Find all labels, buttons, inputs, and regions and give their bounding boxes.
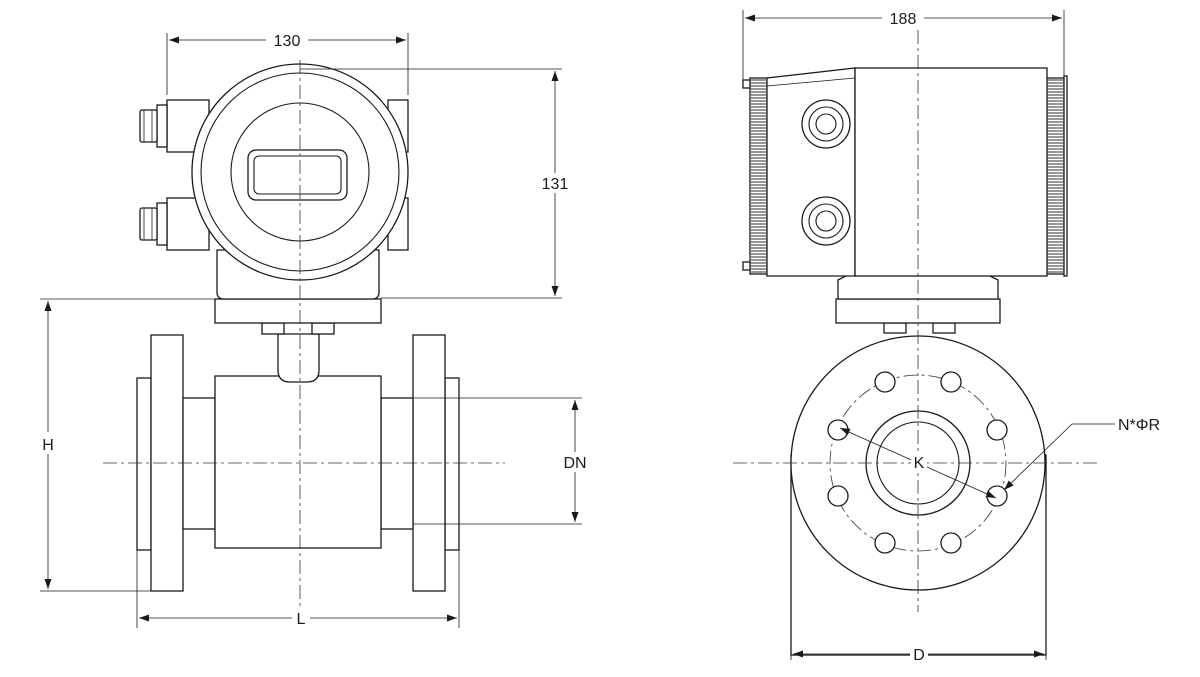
side-gland-upper [801,99,851,149]
dim-130-label: 130 [274,33,301,50]
side-housing [854,67,1048,277]
lcd-window [253,155,342,195]
left-pipe-neck [182,397,216,530]
base-plate [214,298,382,324]
right-pipe-neck [380,397,414,530]
right-knurl-lines [1048,79,1063,273]
front-dimensions: 130 131 H DN L [39,30,594,628]
bolt-nub-right [311,322,335,335]
side-gland-lower [801,196,851,246]
left-cap-lip-bottom [742,261,751,271]
side-dimensions: 188 K N*ΦR D [742,8,1160,664]
dim-DN-label: DN [563,455,586,472]
dim-bolt-holes-label: N*ΦR [1118,417,1160,434]
lcd-window-frame [247,149,348,201]
dim-D-label: D [913,647,925,664]
left-knurl-lines [751,79,766,273]
front-view [103,60,505,608]
meter-body [214,375,382,549]
dim-131-label: 131 [542,176,569,193]
dim-H-label: H [42,437,54,454]
cable-gland-upper [139,104,168,148]
left-flange-edge [136,377,152,551]
cable-gland-lower [139,202,168,246]
connecting-stem [277,333,320,383]
dim-K-label: K [914,455,925,472]
right-cap-lip [1063,75,1068,277]
side-bolt-nub-left [883,322,907,334]
side-bolt-nub-right [932,322,956,334]
gland-block [766,67,856,277]
dim-188-label: 188 [890,11,917,28]
bolt-nub-left [261,322,285,335]
left-cap-lip-top [742,79,751,89]
dim-L-label: L [297,611,306,628]
side-view [733,30,1100,656]
